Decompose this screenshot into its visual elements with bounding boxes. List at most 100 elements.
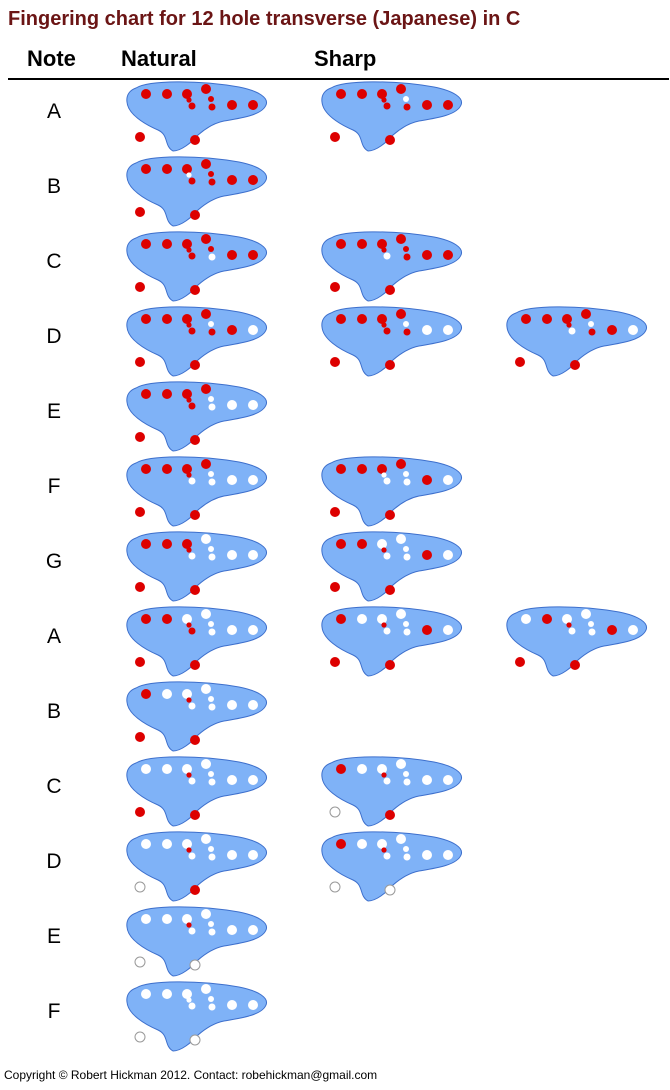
- ocarina-body: [126, 756, 268, 827]
- thumb-hole-closed: [570, 360, 580, 370]
- finger-hole-closed: [357, 464, 367, 474]
- finger-hole-closed: [162, 539, 172, 549]
- finger-hole-open: [208, 628, 216, 636]
- finger-hole-open: [357, 764, 367, 774]
- finger-hole-open: [162, 839, 172, 849]
- ocarina-body: [126, 381, 268, 452]
- natural-fingering-diagram: [126, 606, 268, 677]
- finger-hole-open: [581, 609, 591, 619]
- thumb-hole-closed: [385, 360, 395, 370]
- finger-hole-open: [377, 839, 387, 849]
- ocarina-body: [321, 606, 463, 677]
- finger-hole-open: [248, 550, 258, 560]
- finger-hole-closed: [607, 325, 617, 335]
- finger-hole-closed: [186, 247, 192, 253]
- note-label: F: [47, 1000, 61, 1023]
- note-label: C: [46, 250, 62, 273]
- finger-hole-closed: [182, 464, 192, 474]
- finger-hole-closed: [141, 689, 151, 699]
- finger-hole-closed: [336, 839, 346, 849]
- ocarina-body: [321, 231, 463, 302]
- finger-hole-closed: [188, 327, 196, 335]
- finger-hole-open: [227, 550, 237, 560]
- chart-title: Fingering chart for 12 hole transverse (…: [8, 8, 521, 30]
- sharp-fingering-diagram: [321, 606, 463, 677]
- finger-hole-closed: [403, 328, 411, 336]
- finger-hole-closed: [383, 102, 391, 110]
- thumb-hole-closed: [190, 210, 200, 220]
- finger-hole-open: [188, 477, 196, 485]
- finger-hole-closed: [396, 459, 406, 469]
- finger-hole-open: [227, 400, 237, 410]
- finger-hole-open: [248, 625, 258, 635]
- finger-hole-closed: [422, 475, 432, 485]
- finger-hole-closed: [186, 622, 192, 628]
- finger-hole-closed: [248, 250, 258, 260]
- finger-hole-open: [186, 997, 192, 1003]
- finger-hole-open: [628, 325, 638, 335]
- finger-hole-open: [227, 775, 237, 785]
- finger-hole-open: [443, 325, 453, 335]
- finger-hole-closed: [208, 103, 216, 111]
- finger-hole-closed: [357, 314, 367, 324]
- finger-hole-open: [403, 321, 409, 327]
- finger-hole-open: [182, 839, 192, 849]
- finger-hole-open: [588, 621, 594, 627]
- finger-hole-open: [188, 702, 196, 710]
- finger-hole-closed: [381, 622, 387, 628]
- finger-hole-open: [162, 989, 172, 999]
- finger-hole-closed: [248, 100, 258, 110]
- finger-hole-open: [227, 625, 237, 635]
- finger-hole-open: [208, 253, 216, 261]
- finger-hole-open: [403, 96, 409, 102]
- finger-hole-open: [208, 778, 216, 786]
- natural-fingering-diagram: [126, 531, 268, 602]
- finger-hole-closed: [403, 103, 411, 111]
- finger-hole-open: [562, 614, 572, 624]
- finger-hole-open: [201, 759, 211, 769]
- finger-hole-closed: [186, 547, 192, 553]
- finger-hole-closed: [188, 177, 196, 185]
- finger-hole-open: [383, 252, 391, 260]
- thumb-hole-open: [134, 1031, 146, 1043]
- ocarina-body: [126, 156, 268, 227]
- finger-hole-open: [357, 839, 367, 849]
- finger-hole-open: [201, 534, 211, 544]
- ocarina-body: [126, 606, 268, 677]
- finger-hole-closed: [381, 97, 387, 103]
- thumb-hole-closed: [190, 810, 200, 820]
- finger-hole-closed: [336, 239, 346, 249]
- finger-hole-closed: [396, 234, 406, 244]
- thumb-hole-open: [134, 881, 146, 893]
- finger-hole-closed: [162, 314, 172, 324]
- note-label: E: [46, 400, 61, 423]
- finger-hole-closed: [182, 539, 192, 549]
- finger-hole-open: [377, 764, 387, 774]
- finger-hole-closed: [248, 175, 258, 185]
- finger-hole-open: [188, 777, 196, 785]
- note-label: F: [47, 475, 61, 498]
- finger-hole-closed: [542, 314, 552, 324]
- finger-hole-open: [396, 609, 406, 619]
- finger-hole-closed: [562, 314, 572, 324]
- finger-hole-closed: [141, 239, 151, 249]
- finger-hole-open: [141, 989, 151, 999]
- thumb-hole-closed: [135, 132, 145, 142]
- finger-hole-closed: [188, 402, 196, 410]
- column-header-note: Note: [27, 46, 76, 71]
- finger-hole-open: [208, 1003, 216, 1011]
- finger-hole-closed: [336, 89, 346, 99]
- ocarina-body: [321, 456, 463, 527]
- finger-hole-open: [383, 552, 391, 560]
- finger-hole-closed: [162, 89, 172, 99]
- thumb-hole-closed: [385, 810, 395, 820]
- note-label: B: [46, 175, 61, 198]
- finger-hole-closed: [182, 89, 192, 99]
- finger-hole-closed: [141, 614, 151, 624]
- thumb-hole-closed: [135, 282, 145, 292]
- finger-hole-open: [628, 625, 638, 635]
- finger-hole-closed: [162, 389, 172, 399]
- finger-hole-open: [208, 703, 216, 711]
- finger-hole-open: [396, 759, 406, 769]
- ocarina-body: [126, 831, 268, 902]
